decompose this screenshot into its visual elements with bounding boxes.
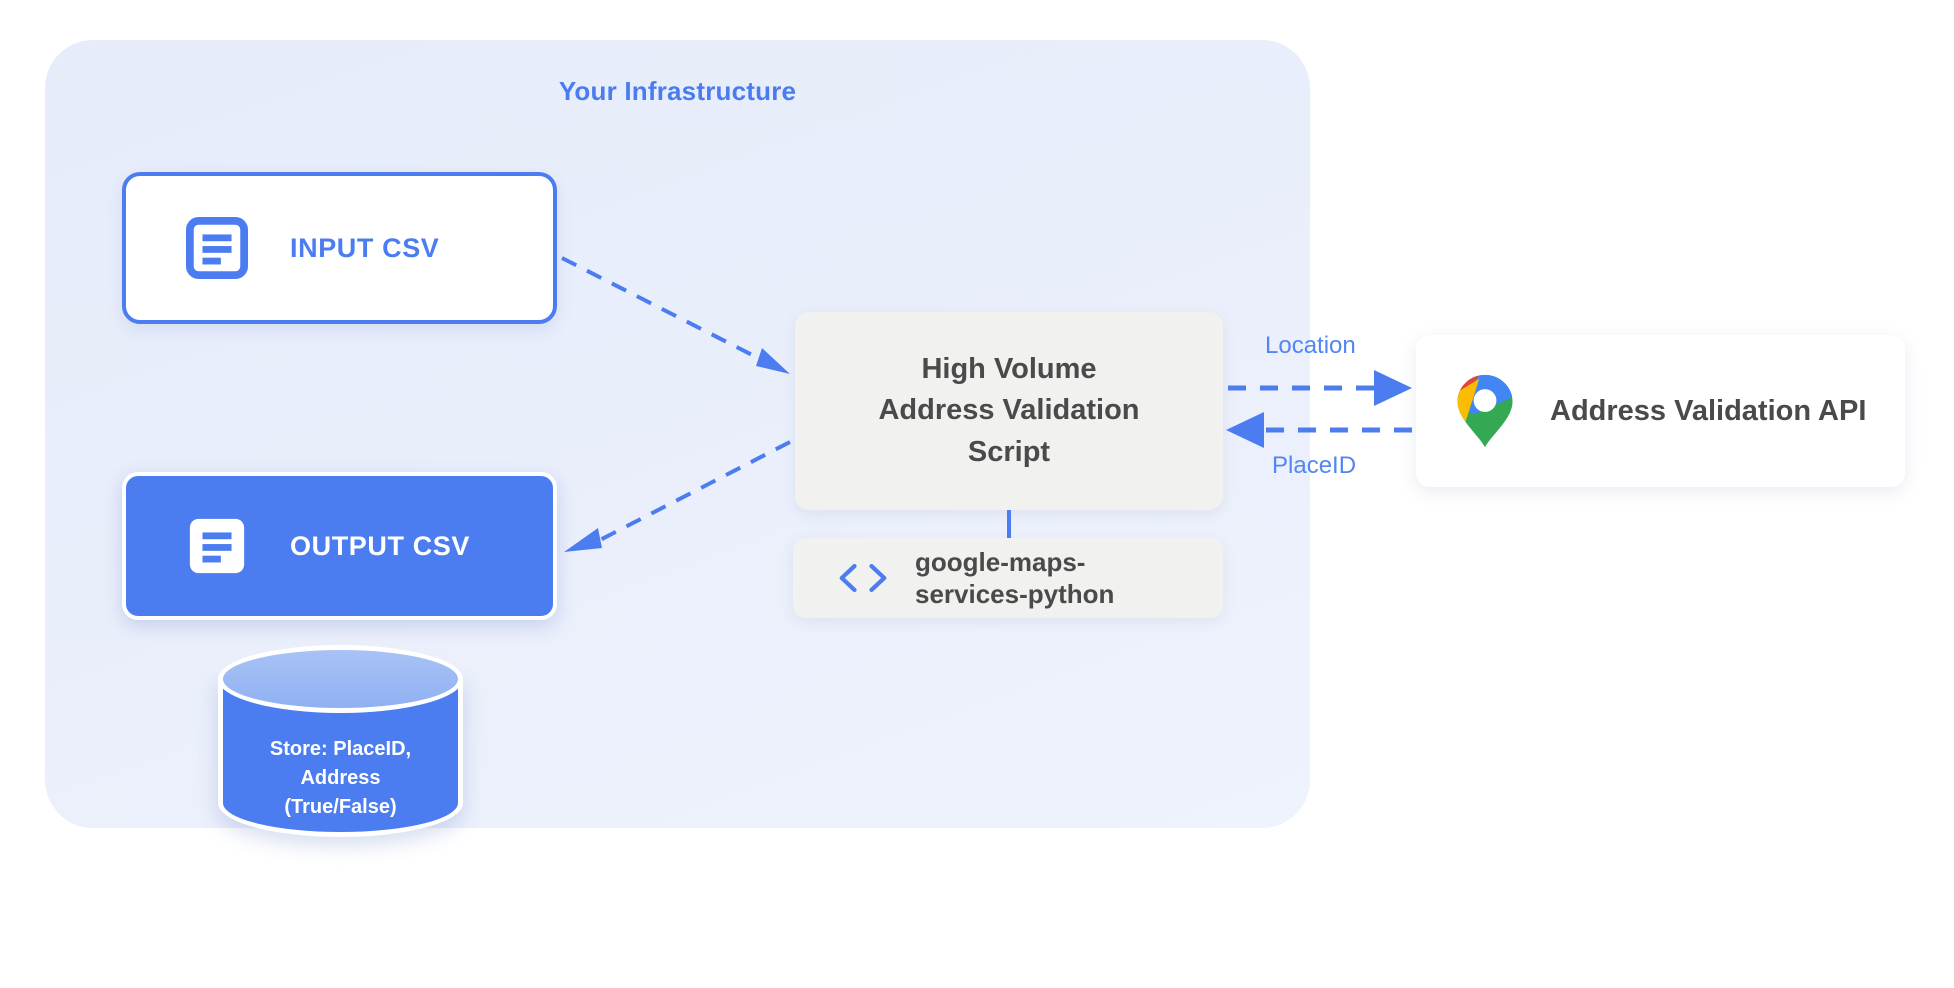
database-line-2: Address bbox=[300, 767, 381, 789]
library-line-2: services-python bbox=[915, 579, 1115, 609]
script-line-2: Address Validation bbox=[878, 394, 1140, 427]
library-label: google-maps- services-python bbox=[915, 546, 1114, 610]
script-line-1: High Volume bbox=[921, 353, 1097, 386]
input-csv-label: INPUT CSV bbox=[290, 232, 440, 263]
cylinder-top bbox=[218, 645, 463, 713]
database-line-3: (True/False) bbox=[284, 796, 397, 818]
code-brackets-icon bbox=[793, 561, 891, 595]
library-line-1: google-maps- bbox=[915, 546, 1086, 577]
script-line-3: Script bbox=[967, 435, 1051, 468]
api-label: Address Validation API bbox=[1550, 394, 1867, 427]
database-label: Store: PlaceID, Address (True/False) bbox=[218, 735, 463, 822]
output-csv-label: OUTPUT CSV bbox=[290, 530, 471, 561]
script-label: High Volume Address Validation Script bbox=[878, 349, 1139, 473]
node-script[interactable]: High Volume Address Validation Script bbox=[795, 312, 1223, 510]
node-address-validation-api[interactable]: Address Validation API bbox=[1416, 335, 1905, 487]
node-database[interactable]: Store: PlaceID, Address (True/False) bbox=[218, 645, 463, 860]
node-library[interactable]: google-maps- services-python bbox=[793, 538, 1223, 618]
database-line-1: Store: PlaceID, bbox=[269, 738, 412, 760]
node-output-csv[interactable]: OUTPUT CSV bbox=[122, 472, 557, 620]
edge-label-placeid: PlaceID bbox=[1272, 452, 1357, 479]
edge-script-to-library bbox=[1007, 510, 1011, 538]
document-icon bbox=[186, 515, 248, 577]
node-input-csv[interactable]: INPUT CSV bbox=[122, 172, 557, 324]
edge-label-location: Location bbox=[1265, 332, 1356, 359]
document-icon bbox=[186, 217, 248, 279]
google-maps-pin-icon bbox=[1416, 373, 1516, 449]
panel-title: Your Infrastructure bbox=[558, 76, 797, 106]
